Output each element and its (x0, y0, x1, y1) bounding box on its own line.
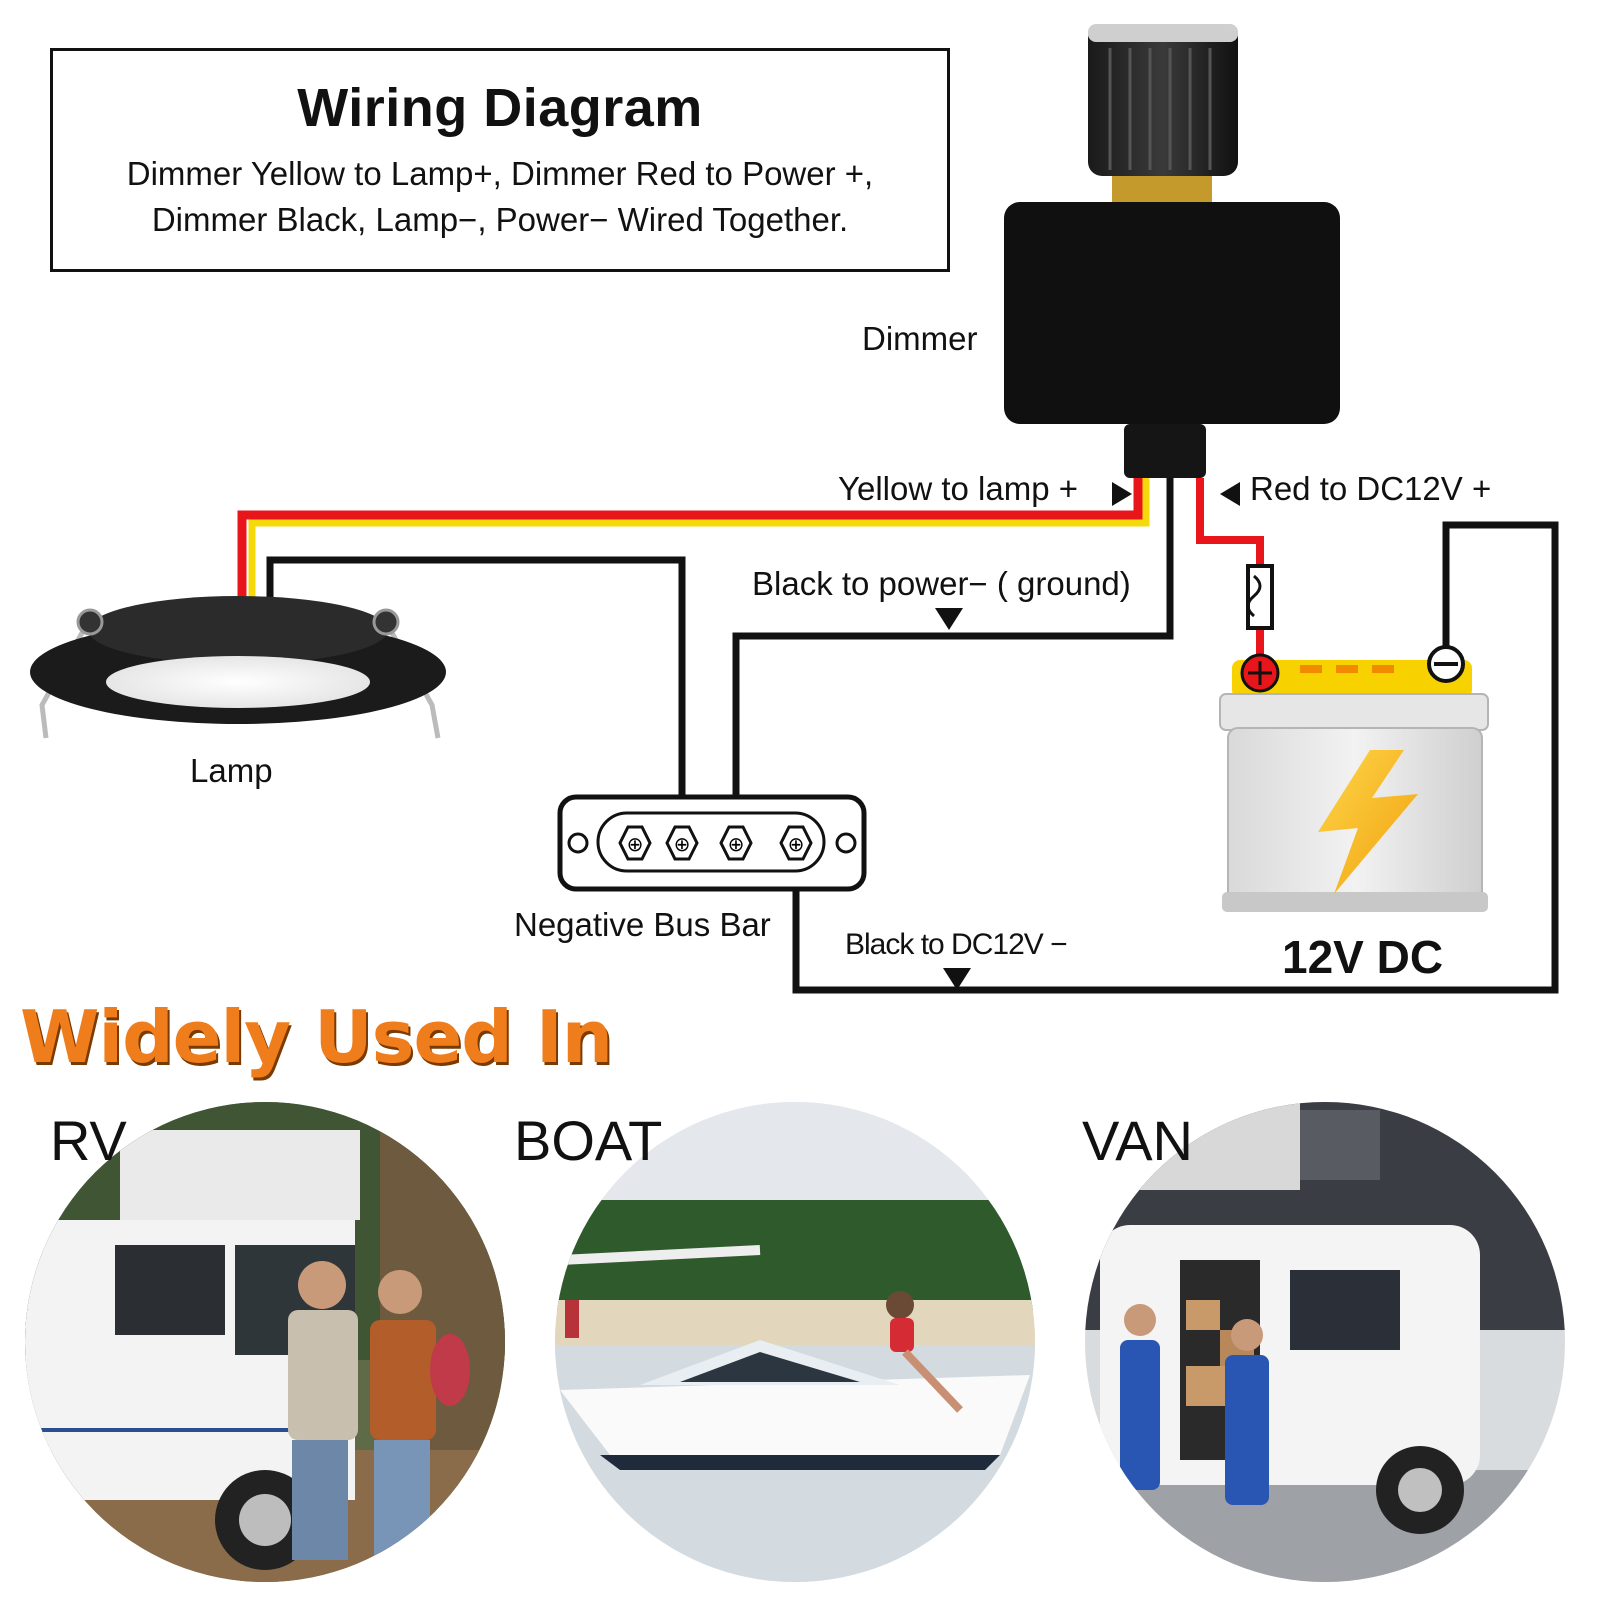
battery-negative-terminal (1427, 645, 1465, 683)
fuse (1246, 564, 1274, 630)
bus-bar-hole-right (835, 832, 857, 854)
dimmer-body (1004, 202, 1340, 424)
dimmer (1004, 24, 1340, 478)
bus-bar-terminal: ⊕ (618, 825, 652, 861)
svg-text:⊕: ⊕ (788, 832, 805, 856)
svg-text:⊕: ⊕ (728, 832, 745, 856)
black-wire-lamp (266, 556, 686, 842)
dimmer-label: Dimmer (862, 320, 978, 357)
black-dc-arrow (943, 968, 971, 990)
dimmer-wire-boot (1124, 424, 1206, 478)
header-box: Wiring Diagram Dimmer Yellow to Lamp+, D… (50, 48, 950, 272)
yellow-arrow (1112, 482, 1132, 506)
instruction-line-2: Dimmer Black, Lamp−, Power− Wired Togeth… (151, 201, 849, 238)
black-dc-label: Black to DC12V − (845, 928, 1068, 961)
instruction-line-1: Dimmer Yellow to Lamp+, Dimmer Red to Po… (126, 155, 874, 192)
black-power-label: Black to power− ( ground) (752, 565, 1131, 602)
svg-text:⊕: ⊕ (627, 832, 644, 856)
bus-bar-terminal: ⊕ (719, 825, 753, 861)
battery (1219, 645, 1489, 912)
yellow-wire (248, 478, 1150, 600)
battery-positive-terminal (1240, 653, 1280, 693)
dimmer-knob (1088, 24, 1238, 176)
black-power-arrow (935, 608, 963, 630)
van-image (1085, 1102, 1565, 1582)
red-wire-lamp (237, 478, 1143, 600)
red-wire-label: Red to DC12V + (1250, 470, 1492, 507)
black-wire-dimmer (732, 478, 1174, 842)
boat-image (555, 1102, 1035, 1582)
svg-text:⊕: ⊕ (674, 832, 691, 856)
diagram-title: Wiring Diagram (297, 78, 703, 138)
bus-bar-label: Negative Bus Bar (514, 906, 771, 943)
yellow-wire-label: Yellow to lamp + (838, 470, 1079, 507)
lamp-label: Lamp (190, 752, 273, 789)
widely-used-title: Widely Used In (20, 995, 613, 1079)
lightning-bolt-icon (1318, 750, 1418, 894)
lamp (30, 596, 446, 739)
dimmer-shaft (1112, 176, 1212, 204)
battery-label: 12V DC (1282, 931, 1444, 983)
rv-label: RV (50, 1109, 127, 1172)
black-wire-battery (792, 521, 1559, 994)
van-label: VAN (1082, 1109, 1193, 1172)
negative-bus-bar: ⊕ ⊕ ⊕ ⊕ (557, 794, 867, 892)
bus-bar-terminal: ⊕ (779, 825, 813, 861)
boat-label: BOAT (514, 1109, 663, 1172)
rv-image (25, 1102, 505, 1582)
bus-bar-terminal: ⊕ (665, 825, 699, 861)
red-arrow (1220, 482, 1240, 506)
bus-bar-hole-left (567, 832, 589, 854)
